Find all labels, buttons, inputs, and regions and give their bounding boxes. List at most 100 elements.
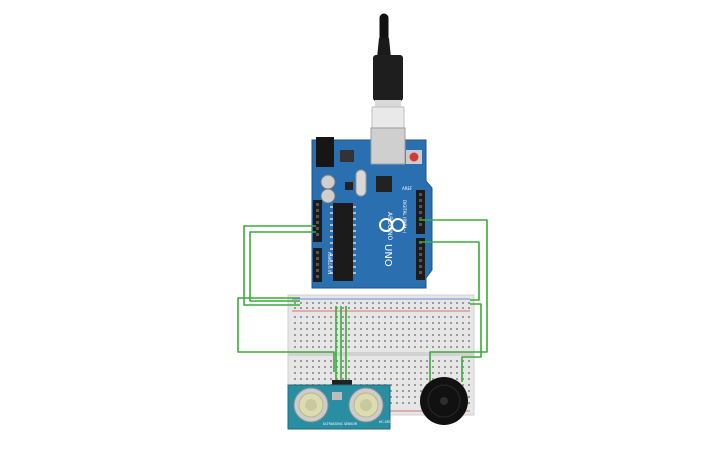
breadboard-hole[interactable] (342, 328, 344, 330)
breadboard-hole[interactable] (336, 360, 338, 362)
breadboard-hole[interactable] (354, 322, 356, 324)
breadboard-hole[interactable] (366, 378, 368, 380)
breadboard-hole[interactable] (444, 334, 446, 336)
breadboard-hole[interactable] (462, 307, 464, 309)
breadboard-hole[interactable] (402, 378, 404, 380)
breadboard-hole[interactable] (390, 316, 392, 318)
breadboard-hole[interactable] (438, 372, 440, 374)
breadboard-hole[interactable] (306, 360, 308, 362)
breadboard-hole[interactable] (432, 307, 434, 309)
breadboard-hole[interactable] (294, 340, 296, 342)
breadboard-hole[interactable] (300, 340, 302, 342)
breadboard-hole[interactable] (450, 366, 452, 368)
breadboard-hole[interactable] (342, 334, 344, 336)
breadboard-hole[interactable] (306, 302, 308, 304)
breadboard-hole[interactable] (312, 322, 314, 324)
breadboard-hole[interactable] (456, 378, 458, 380)
breadboard-hole[interactable] (438, 360, 440, 362)
breadboard-hole[interactable] (396, 316, 398, 318)
breadboard-hole[interactable] (396, 334, 398, 336)
breadboard-hole[interactable] (402, 372, 404, 374)
breadboard-hole[interactable] (414, 366, 416, 368)
breadboard-hole[interactable] (390, 346, 392, 348)
breadboard-hole[interactable] (408, 396, 410, 398)
usb-cable[interactable] (371, 13, 405, 130)
breadboard-hole[interactable] (360, 366, 362, 368)
breadboard-hole[interactable] (396, 384, 398, 386)
breadboard-hole[interactable] (390, 372, 392, 374)
breadboard-hole[interactable] (360, 360, 362, 362)
breadboard-hole[interactable] (390, 340, 392, 342)
breadboard-hole[interactable] (300, 302, 302, 304)
breadboard-hole[interactable] (312, 316, 314, 318)
breadboard-hole[interactable] (366, 307, 368, 309)
breadboard-hole[interactable] (390, 322, 392, 324)
breadboard-hole[interactable] (414, 346, 416, 348)
breadboard-hole[interactable] (378, 360, 380, 362)
breadboard-hole[interactable] (426, 378, 428, 380)
breadboard-hole[interactable] (348, 334, 350, 336)
breadboard-hole[interactable] (330, 360, 332, 362)
breadboard-hole[interactable] (462, 372, 464, 374)
breadboard-hole[interactable] (426, 302, 428, 304)
breadboard-hole[interactable] (438, 316, 440, 318)
breadboard-hole[interactable] (420, 346, 422, 348)
breadboard-hole[interactable] (384, 366, 386, 368)
breadboard-hole[interactable] (426, 366, 428, 368)
breadboard-hole[interactable] (426, 372, 428, 374)
breadboard-hole[interactable] (306, 307, 308, 309)
breadboard-hole[interactable] (342, 378, 344, 380)
breadboard-hole[interactable] (420, 390, 422, 392)
breadboard-hole[interactable] (366, 334, 368, 336)
breadboard-hole[interactable] (468, 390, 470, 392)
breadboard-hole[interactable] (414, 372, 416, 374)
breadboard-hole[interactable] (408, 390, 410, 392)
breadboard-hole[interactable] (462, 316, 464, 318)
breadboard-hole[interactable] (432, 302, 434, 304)
breadboard-hole[interactable] (468, 384, 470, 386)
breadboard-hole[interactable] (354, 340, 356, 342)
breadboard-hole[interactable] (402, 302, 404, 304)
breadboard-hole[interactable] (330, 372, 332, 374)
breadboard-hole[interactable] (384, 340, 386, 342)
breadboard-hole[interactable] (426, 360, 428, 362)
breadboard-hole[interactable] (408, 316, 410, 318)
breadboard-hole[interactable] (402, 340, 404, 342)
breadboard-hole[interactable] (348, 307, 350, 309)
breadboard-hole[interactable] (318, 378, 320, 380)
breadboard-hole[interactable] (336, 366, 338, 368)
breadboard-hole[interactable] (354, 302, 356, 304)
breadboard-hole[interactable] (396, 340, 398, 342)
breadboard-hole[interactable] (312, 302, 314, 304)
breadboard-hole[interactable] (318, 366, 320, 368)
breadboard-hole[interactable] (354, 346, 356, 348)
breadboard-hole[interactable] (324, 302, 326, 304)
breadboard-hole[interactable] (294, 346, 296, 348)
breadboard-hole[interactable] (438, 334, 440, 336)
breadboard-hole[interactable] (342, 372, 344, 374)
breadboard-hole[interactable] (342, 360, 344, 362)
breadboard-hole[interactable] (336, 334, 338, 336)
breadboard-hole[interactable] (300, 328, 302, 330)
breadboard-hole[interactable] (324, 366, 326, 368)
breadboard-hole[interactable] (318, 346, 320, 348)
breadboard-hole[interactable] (330, 302, 332, 304)
breadboard-hole[interactable] (444, 302, 446, 304)
breadboard-hole[interactable] (450, 346, 452, 348)
breadboard-hole[interactable] (360, 372, 362, 374)
breadboard-hole[interactable] (420, 378, 422, 380)
breadboard-hole[interactable] (420, 328, 422, 330)
breadboard-hole[interactable] (324, 322, 326, 324)
breadboard-hole[interactable] (354, 334, 356, 336)
breadboard-hole[interactable] (312, 360, 314, 362)
breadboard-hole[interactable] (318, 302, 320, 304)
breadboard-hole[interactable] (444, 360, 446, 362)
breadboard-hole[interactable] (402, 322, 404, 324)
breadboard-hole[interactable] (312, 346, 314, 348)
breadboard-hole[interactable] (306, 328, 308, 330)
breadboard-hole[interactable] (366, 366, 368, 368)
breadboard-hole[interactable] (348, 360, 350, 362)
breadboard-hole[interactable] (384, 334, 386, 336)
breadboard-hole[interactable] (468, 360, 470, 362)
breadboard-hole[interactable] (354, 372, 356, 374)
